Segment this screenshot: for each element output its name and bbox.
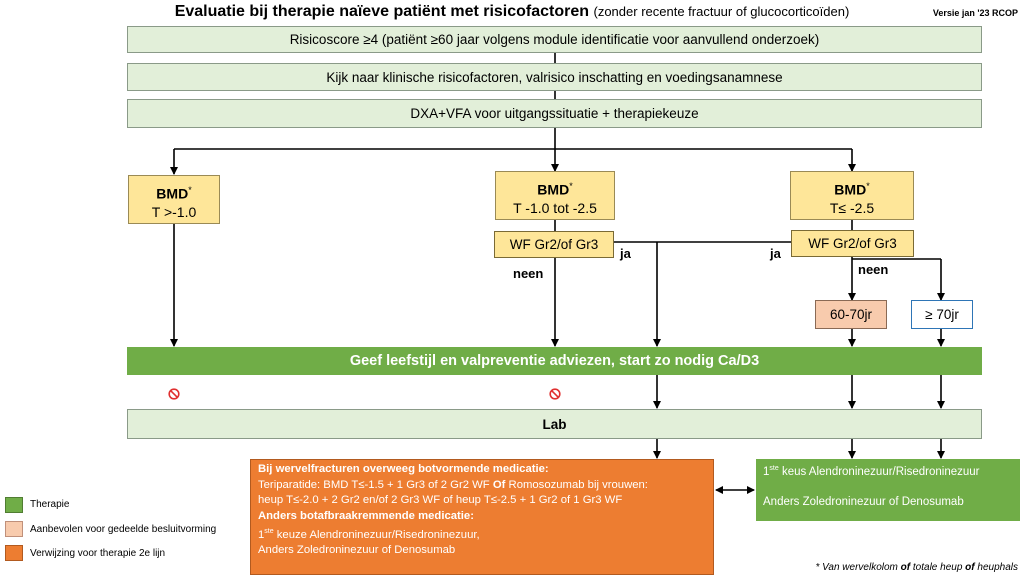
referral-line-3: 1ste keuze Alendroninezuur/Risedroninezu… — [258, 528, 480, 541]
therapy-line-1: 1ste keus Alendroninezuur/Risedroninezuu… — [763, 465, 980, 478]
wf-box-mid: WF Gr2/of Gr3 — [494, 231, 614, 258]
bmd-footnote-mark: * — [188, 185, 192, 195]
title-sub: (zonder recente fractuur of glucocortico… — [593, 4, 850, 19]
bmd-left-value: T >-1.0 — [151, 203, 197, 220]
footnote: * Van wervelkolom of totale heup of heup… — [815, 562, 1018, 573]
age-box-60-70: 60-70jr — [815, 300, 887, 329]
page-title: Evaluatie bij therapie naïeve patiënt me… — [0, 3, 1024, 21]
legend-label-shared-decision: Aanbevolen voor gedeelde besluitvorming — [30, 524, 217, 535]
bmd-footnote-mark: * — [866, 181, 870, 191]
referral-heading-2: Anders botafbraakremmende medicatie: — [258, 509, 474, 522]
step-risk-score: Risicoscore ≥4 (patiënt ≥60 jaar volgens… — [127, 26, 982, 53]
wf-box-right: WF Gr2/of Gr3 — [791, 230, 914, 257]
legend-label-referral: Verwijzing voor therapie 2e lijn — [30, 548, 166, 559]
no-entry-icon — [549, 388, 561, 400]
bmd-box-right: BMD* T≤ -2.5 — [790, 171, 914, 220]
bmd-box-mid: BMD* T -1.0 tot -2.5 — [495, 171, 615, 220]
label-neen-mid: neen — [513, 266, 544, 281]
bmd-right-value: T≤ -2.5 — [829, 199, 875, 216]
referral-line-1: Teriparatide: BMD T≤-1.5 + 1 Gr3 of 2 Gr… — [258, 478, 648, 491]
referral-box: Bij wervelfracturen overweeg botvormende… — [250, 459, 714, 575]
bmd-label: BMD — [156, 185, 189, 202]
legend-swatch-therapy — [5, 497, 23, 513]
legend-swatch-shared-decision — [5, 521, 23, 537]
bmd-box-left: BMD* T >-1.0 — [128, 175, 220, 224]
referral-line-2: heup T≤-2.0 + 2 Gr2 en/of 2 Gr3 WF of he… — [258, 494, 623, 506]
bmd-label: BMD — [537, 181, 570, 198]
bmd-label: BMD — [834, 181, 867, 198]
therapy-box: 1ste keus Alendroninezuur/Risedroninezuu… — [756, 459, 1020, 521]
no-entry-icon — [168, 388, 180, 400]
legend-swatch-referral — [5, 545, 23, 561]
referral-line-4: Anders Zoledroninezuur of Denosumab — [258, 544, 456, 557]
version-label: Versie jan '23 RCOP — [932, 8, 1018, 18]
step-dxa-vfa: DXA+VFA voor uitgangssituatie + therapie… — [127, 99, 982, 128]
legend-label-therapy: Therapie — [30, 499, 70, 510]
label-ja-right: ja — [770, 246, 781, 261]
label-ja-mid: ja — [620, 246, 631, 261]
advice-bar: Geef leefstijl en valpreventie adviezen,… — [127, 347, 982, 375]
lab-bar: Lab — [127, 409, 982, 439]
label-neen-right: neen — [858, 262, 889, 277]
bmd-mid-value: T -1.0 tot -2.5 — [513, 199, 597, 216]
therapy-line-2: Anders Zoledroninezuur of Denosumab — [763, 495, 964, 508]
age-box-70-plus: ≥ 70jr — [911, 300, 973, 329]
referral-heading-1: Bij wervelfracturen overweeg botvormende… — [258, 463, 549, 475]
title-main: Evaluatie bij therapie naïeve patiënt me… — [174, 3, 590, 20]
step-clinical-risk: Kijk naar klinische risicofactoren, valr… — [127, 63, 982, 91]
bmd-footnote-mark: * — [569, 181, 573, 191]
